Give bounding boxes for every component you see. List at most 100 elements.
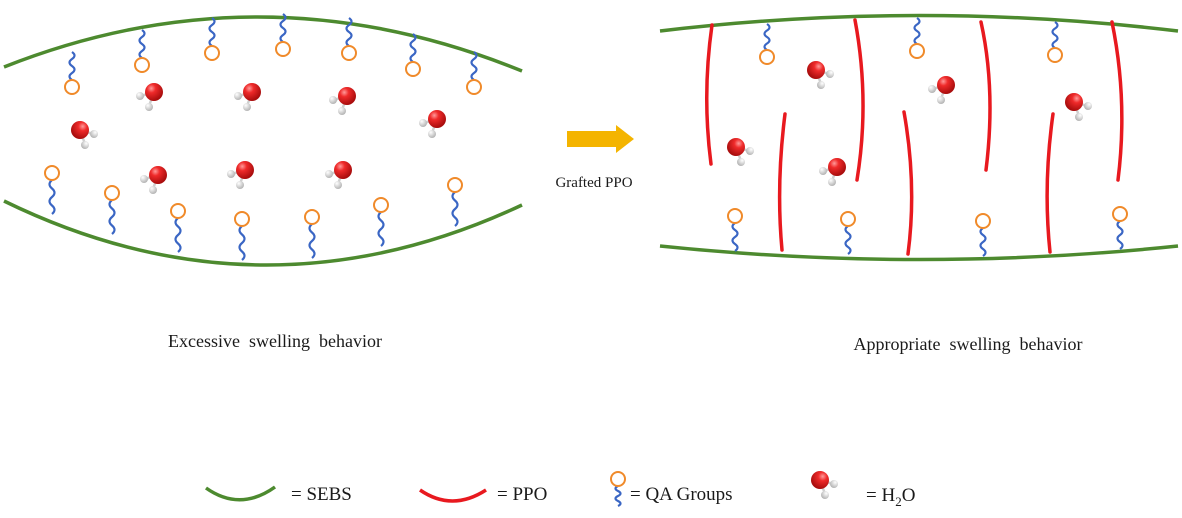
ppo-chain <box>705 23 714 166</box>
qa-ring <box>840 211 856 227</box>
qa-group <box>275 13 291 57</box>
qa-chain <box>377 211 385 247</box>
qa-chain <box>279 13 287 43</box>
qa-ring <box>275 41 291 57</box>
water-molecule <box>327 85 358 117</box>
qa-chain <box>409 33 417 63</box>
qa-group <box>170 203 186 253</box>
transition-arrow: Grafted PPO <box>555 125 634 191</box>
right-panel: Appropriate swelling behavior <box>659 13 1179 354</box>
ppo-chain <box>853 18 865 182</box>
qa-chain <box>614 485 622 507</box>
legend-h2o-suffix: O <box>902 485 916 506</box>
legend-h2o-sub: 2 <box>895 494 902 509</box>
legend-qa-swatch <box>610 471 626 507</box>
qa-chain <box>308 223 316 259</box>
sebs-chain-top-right <box>659 13 1179 33</box>
qa-groups-top-right <box>759 17 1063 65</box>
water-molecule <box>1063 91 1094 123</box>
qa-ring <box>104 185 120 201</box>
water-molecule <box>134 81 165 113</box>
legend-ppo-label: = PPO <box>497 484 547 505</box>
ppo-chain <box>979 20 992 172</box>
qa-ring <box>234 211 250 227</box>
water-molecule <box>725 136 756 168</box>
sebs-chain-bottom-left <box>3 199 523 267</box>
qa-group <box>466 51 482 95</box>
qa-chain <box>1116 220 1124 250</box>
qa-ring <box>304 209 320 225</box>
qa-group <box>840 211 856 255</box>
qa-ring <box>1047 47 1063 63</box>
qa-group <box>909 17 925 59</box>
water-molecule <box>232 81 263 113</box>
water-molecule <box>417 108 448 140</box>
qa-group <box>1112 206 1128 250</box>
qa-chain <box>1051 21 1059 49</box>
qa-ring <box>170 203 186 219</box>
qa-ring <box>727 208 743 224</box>
qa-ring <box>909 43 925 59</box>
legend-sebs-swatch <box>204 485 277 502</box>
legend-sebs-label: = SEBS <box>291 484 352 505</box>
qa-ring <box>373 197 389 213</box>
left-panel: Excessive swelling behavior <box>3 13 523 351</box>
legend-ppo-swatch <box>419 488 487 503</box>
sebs-chain-bottom-right <box>659 244 1179 262</box>
qa-group <box>104 185 120 235</box>
arrow-label: Grafted PPO <box>555 175 632 191</box>
sebs-chain-top-left <box>3 15 523 73</box>
qa-ring <box>341 45 357 61</box>
qa-chain <box>731 222 739 252</box>
ppo-chains <box>705 18 1124 256</box>
qa-chain <box>470 51 478 81</box>
qa-group <box>610 471 626 507</box>
qa-ring <box>44 165 60 181</box>
qa-chain <box>763 23 771 51</box>
qa-group <box>447 177 463 227</box>
qa-groups-top-left <box>64 13 482 95</box>
ppo-chain <box>902 110 914 256</box>
ppo-chain <box>777 112 787 252</box>
qa-ring <box>447 177 463 193</box>
water-molecule <box>138 164 169 196</box>
qa-group <box>373 197 389 247</box>
qa-group <box>405 33 421 77</box>
water-molecule <box>926 74 957 106</box>
water-molecule <box>805 59 836 91</box>
qa-ring <box>204 45 220 61</box>
qa-group <box>759 23 775 65</box>
qa-group <box>234 211 250 261</box>
qa-chain <box>979 227 987 257</box>
qa-group <box>64 51 80 95</box>
water-molecule <box>69 119 100 151</box>
water-molecule <box>817 156 848 188</box>
qa-ring <box>405 61 421 77</box>
qa-chain <box>108 199 116 235</box>
left-caption: Excessive swelling behavior <box>168 331 382 351</box>
qa-group <box>134 29 150 73</box>
qa-group <box>341 17 357 61</box>
qa-chain <box>48 179 56 215</box>
qa-groups-bottom-right <box>727 206 1128 257</box>
qa-ring <box>975 213 991 229</box>
legend: = SEBS = PPO = QA Groups = H2O <box>204 469 916 509</box>
right-caption: Appropriate swelling behavior <box>854 334 1083 354</box>
qa-ring <box>466 79 482 95</box>
water-molecule <box>323 159 354 191</box>
qa-chain <box>174 217 182 253</box>
qa-ring <box>610 471 626 487</box>
qa-groups-bottom-left <box>44 165 463 261</box>
qa-ring <box>134 57 150 73</box>
legend-qa-label: = QA Groups <box>630 484 733 505</box>
qa-group <box>304 209 320 259</box>
qa-chain <box>68 51 76 81</box>
qa-ring <box>1112 206 1128 222</box>
qa-group <box>975 213 991 257</box>
legend-water-icon <box>809 469 840 501</box>
qa-chain <box>844 225 852 255</box>
qa-chain <box>208 17 216 47</box>
qa-chain <box>345 17 353 47</box>
